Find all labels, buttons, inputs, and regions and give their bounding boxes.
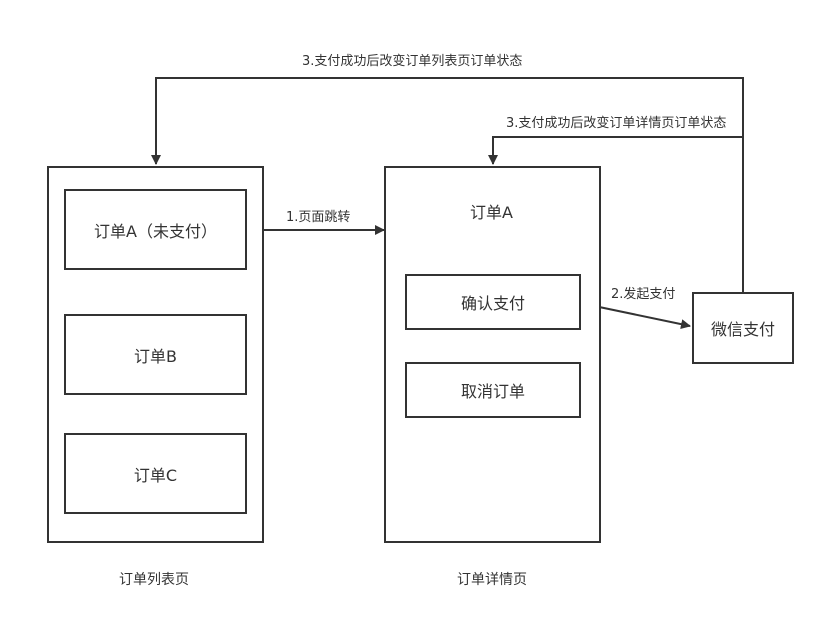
edge-label-step2: 2.发起支付 — [611, 287, 676, 302]
order-item-b-label: 订单B — [134, 346, 177, 366]
order-detail-page — [384, 166, 601, 543]
order-item-b: 订单B — [64, 314, 247, 395]
order-detail-page-caption: 订单详情页 — [457, 572, 527, 588]
edge-label-step3-detail: 3.支付成功后改变订单详情页订单状态 — [506, 116, 727, 131]
order-detail-title: 订单A — [470, 203, 513, 222]
cancel-order-label: 取消订单 — [460, 382, 525, 401]
order-item-a: 订单A（未支付） — [64, 189, 247, 270]
confirm-payment-box: 确认支付 — [405, 274, 581, 330]
edge-update-list-status — [151, 77, 744, 293]
cancel-order-box: 取消订单 — [405, 362, 581, 418]
order-list-page-caption: 订单列表页 — [119, 572, 189, 588]
confirm-payment-label: 确认支付 — [460, 294, 525, 313]
edge-update-detail-status — [488, 136, 743, 165]
order-item-c-label: 订单C — [133, 465, 178, 485]
wechat-pay-box: 微信支付 — [692, 292, 794, 364]
wechat-pay-label: 微信支付 — [710, 320, 775, 339]
order-item-c: 订单C — [64, 433, 247, 514]
order-item-a-label: 订单A（未支付） — [94, 221, 217, 241]
edge-label-step3-list: 3.支付成功后改变订单列表页订单状态 — [302, 54, 523, 69]
edge-label-step1: 1.页面跳转 — [286, 210, 351, 225]
